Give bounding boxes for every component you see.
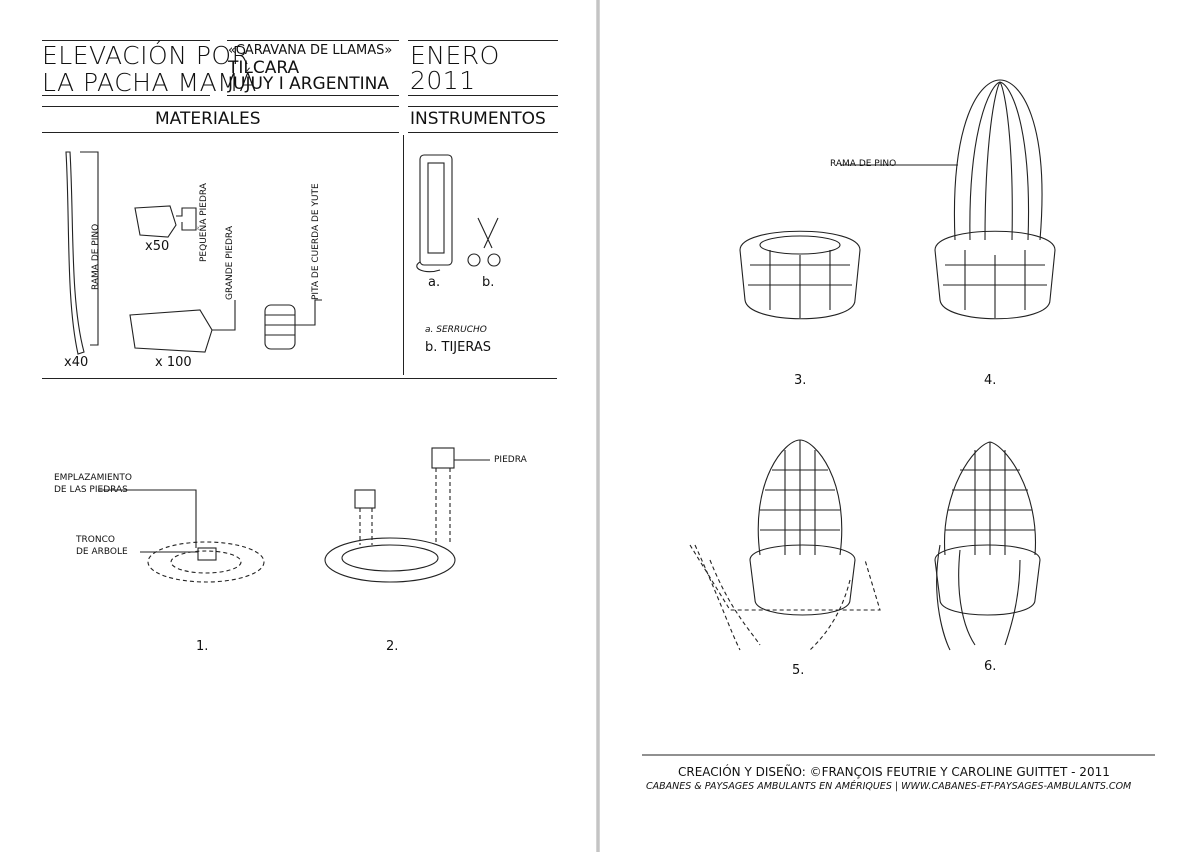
divider bbox=[42, 132, 399, 133]
legend-tijeras: b. TIJERAS bbox=[425, 340, 491, 355]
step-3-number: 3. bbox=[794, 373, 807, 388]
large-stone-drawing bbox=[129, 309, 213, 353]
pine-arch-step4 bbox=[953, 79, 1043, 241]
s1-label-piedras: DE LAS PIEDRAS bbox=[54, 485, 128, 495]
instrument-a: a. bbox=[428, 275, 441, 290]
divider bbox=[408, 95, 558, 96]
stone-wall-step4 bbox=[934, 230, 1056, 320]
divider bbox=[42, 378, 557, 379]
place-jujuy: JUJUY I ARGENTINA bbox=[228, 74, 389, 94]
s1-label-arbole: DE ARBOLE bbox=[76, 547, 128, 557]
grande-qty: x 100 bbox=[155, 355, 192, 370]
divider bbox=[42, 95, 210, 96]
divider bbox=[227, 95, 399, 96]
step-5-number: 5. bbox=[792, 663, 805, 678]
divider bbox=[42, 106, 399, 107]
title-line-2: LA PACHA MAMÁ bbox=[42, 68, 257, 97]
rama-label: RAMA DE PINO bbox=[91, 223, 101, 290]
step-6-number: 6. bbox=[984, 659, 997, 674]
stone-ring-drawing bbox=[147, 541, 265, 583]
instrumentos-heading: INSTRUMENTOS bbox=[410, 109, 546, 129]
project-name: «CARAVANA DE LLAMAS» bbox=[228, 43, 393, 58]
pita-label: PITA DE CUERDA DE YUTE bbox=[311, 183, 321, 300]
pequena-label: PEQUEÑA PIEDRA bbox=[199, 183, 209, 262]
divider bbox=[408, 132, 558, 133]
footer-credits: CREACIÓN Y DISEÑO: ©FRANÇOIS FEUTRIE Y C… bbox=[678, 765, 1110, 779]
page-gutter bbox=[596, 0, 600, 852]
grande-label: GRANDE PIEDRA bbox=[225, 226, 235, 300]
divider bbox=[408, 106, 558, 107]
sketches-right bbox=[642, 79, 1155, 756]
instrument-b: b. bbox=[482, 275, 495, 290]
s1-label-tronco: TRONCO bbox=[76, 535, 115, 545]
saw-drawing bbox=[419, 154, 453, 266]
divider bbox=[42, 40, 210, 41]
s2-label-piedra: PIEDRA bbox=[494, 455, 527, 465]
divider bbox=[408, 40, 558, 41]
pine-branch-drawing bbox=[65, 151, 85, 355]
step-2-number: 2. bbox=[386, 639, 399, 654]
s1-label-emplazamiento: EMPLAZAMIENTO bbox=[54, 473, 132, 483]
stone-wall-step3 bbox=[739, 230, 861, 320]
rama-qty: x40 bbox=[64, 355, 89, 370]
year: 2011 bbox=[410, 66, 476, 95]
right-page: RAMA DE PINO 3. 4. 5. 6. CREACIÓN Y DISE… bbox=[600, 0, 1200, 852]
s4-label-rama: RAMA DE PINO bbox=[830, 159, 897, 169]
materiales-heading: MATERIALES bbox=[155, 109, 261, 129]
left-page: ELEVACIÓN POR LA PACHA MAMÁ «CARAVANA DE… bbox=[0, 0, 596, 852]
step-4-number: 4. bbox=[984, 373, 997, 388]
stone-wall-step5 bbox=[749, 544, 856, 616]
footer-site: CABANES & PAYSAGES AMBULANTS EN AMÉRIQUE… bbox=[646, 781, 1132, 792]
sketches-left bbox=[65, 151, 501, 583]
legend-serrucho: a. SERRUCHO bbox=[425, 325, 487, 335]
place-tilcara: TILCARA bbox=[228, 58, 300, 78]
stone-ring-step2 bbox=[324, 537, 456, 583]
title-line-1: ELEVACIÓN POR bbox=[42, 41, 250, 70]
pequena-qty: x50 bbox=[145, 239, 170, 254]
month: ENERO bbox=[410, 41, 500, 70]
divider bbox=[403, 135, 404, 375]
stone-wall-step6 bbox=[934, 544, 1041, 616]
step-1-number: 1. bbox=[196, 639, 209, 654]
scissors-drawing bbox=[477, 217, 499, 249]
twine-spool-drawing bbox=[264, 304, 296, 350]
small-stone-drawing bbox=[134, 205, 177, 238]
divider bbox=[227, 40, 399, 41]
